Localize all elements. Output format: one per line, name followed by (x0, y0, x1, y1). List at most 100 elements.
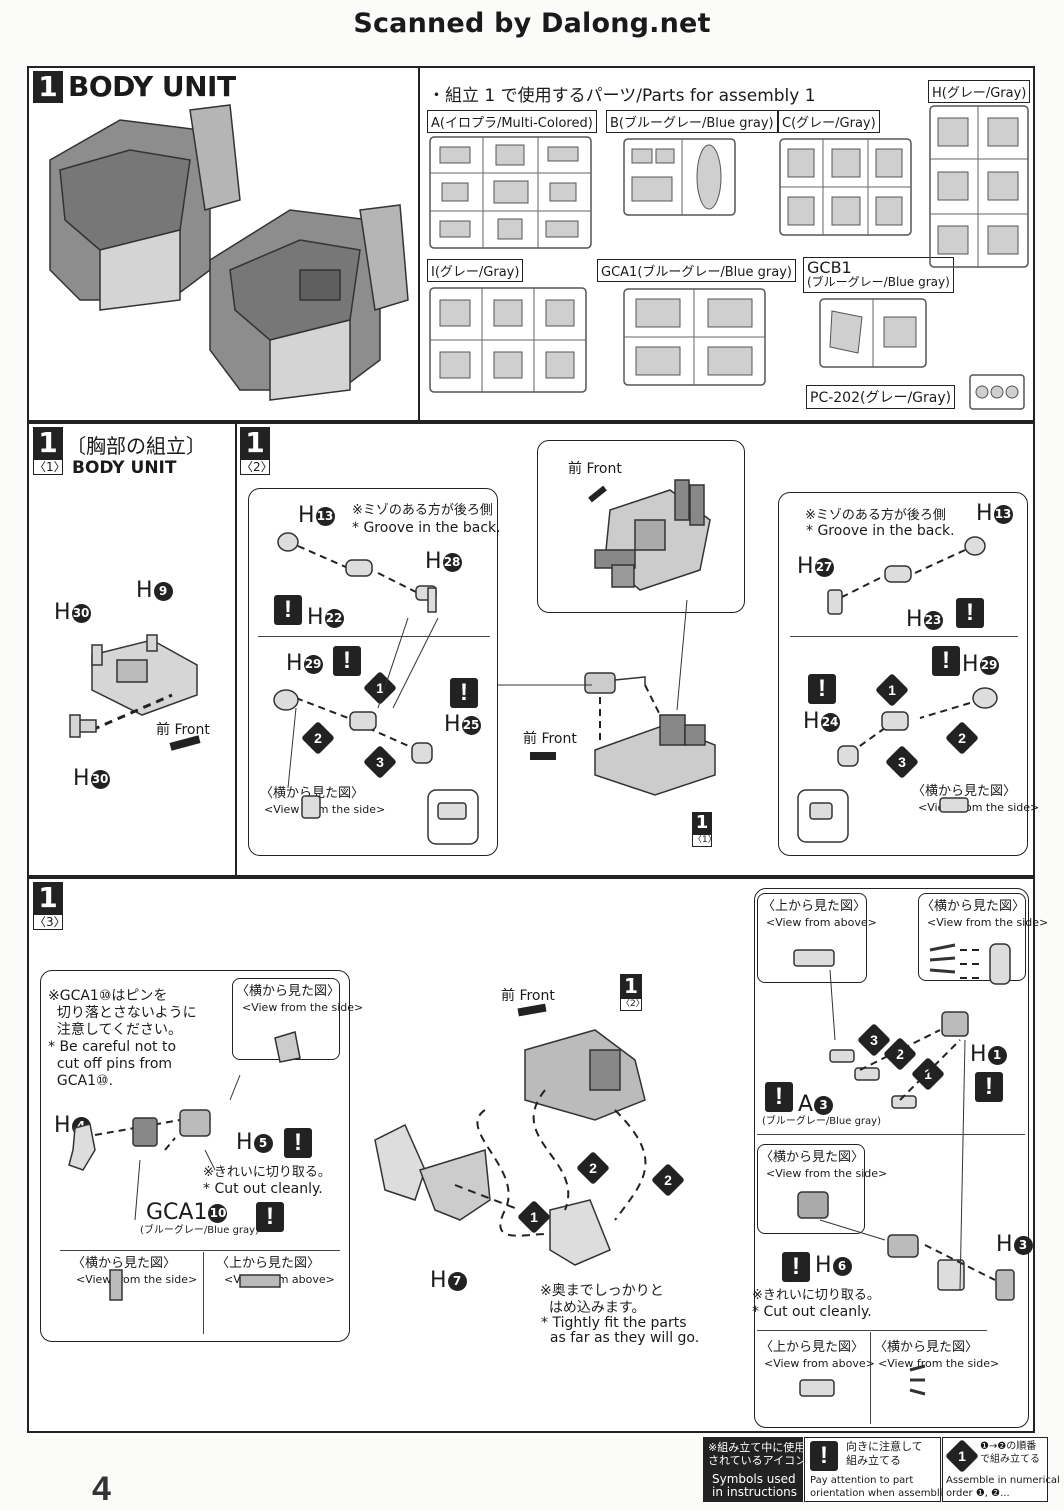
runner-sheet-b (623, 138, 736, 216)
attention-icon: ! (956, 598, 984, 628)
part-h25-letter: H (444, 712, 461, 737)
part-number-30-icon: 30 (90, 769, 110, 789)
side-view-label-jp: 〈横から見た図〉 (260, 786, 365, 801)
gca-parts-illustration (68, 1031, 301, 1301)
part-number-24-icon: 24 (820, 712, 840, 732)
step-1-3-badge: 1 (33, 882, 63, 914)
symbols-legend-en: Symbols used in instructions (712, 1472, 798, 1499)
part-h30-bottom-letter: H (73, 766, 90, 791)
step-1-2-sub: 〈2〉 (240, 459, 273, 475)
part-a3-letter: A (798, 1092, 814, 1117)
cut-note-jp: ※きれいに切り取る。 (203, 1165, 331, 1180)
gca-pin-note: ※GCA1⑩はピンを 切り落とさないように 注意してください。 * Be car… (48, 988, 197, 1089)
chest-frame-illustration (69, 634, 198, 738)
sheet-label-b: B(ブルーグレー/Blue gray) (606, 110, 778, 133)
part-number-27-icon: 27 (814, 557, 834, 577)
part-h29-right-letter: H (962, 652, 979, 677)
part-number-1-icon: 1 (987, 1045, 1007, 1065)
sheet-label-pc202: PC-202(グレー/Gray) (806, 385, 956, 409)
left-joint-parts-illustration (273, 532, 479, 845)
part-number-13-icon: 13 (993, 504, 1013, 524)
side-view-label-jp: 〈横から見た図〉 (912, 784, 1017, 799)
attention-legend-jp: 向きに注意して 組み立てる (846, 1440, 923, 1467)
part-h7-letter: H (430, 1268, 447, 1293)
part-number-28-icon: 28 (442, 552, 462, 572)
ref-step-badge: 1 (692, 812, 712, 834)
groove-note-en: * Groove in the back. (352, 520, 501, 536)
part-h13-left-letter: H (298, 503, 315, 528)
top-view-label-jp: 〈上から見た図〉 (762, 899, 867, 914)
order-1-icon: 1 (945, 1439, 979, 1473)
step-1-1-badge: 1 (33, 427, 63, 459)
side-view-label-jp: 〈横から見た図〉 (874, 1340, 979, 1355)
attention-icon: ! (975, 1072, 1003, 1102)
front-direction-label-top: 前 Front (568, 461, 622, 477)
sheet-label-a: A(イロプラ/Multi-Colored) (427, 110, 597, 133)
order-legend-en: Assemble in numerical order ❶, ❷... (946, 1475, 1060, 1499)
attention-icon: ! (284, 1128, 312, 1158)
gca-color-label: (ブルーグレー/Blue gray) (140, 1225, 259, 1236)
right-joint-parts-illustration (797, 536, 998, 843)
part-number-3-icon: 3 (1013, 1235, 1033, 1255)
groove-note-jp: ※ミゾのある方が後ろ側 (352, 503, 493, 518)
part-h27-letter: H (797, 554, 814, 579)
side-view-label-en: <View from the side> (242, 1001, 364, 1014)
part-h22-letter: H (307, 605, 324, 630)
center-top-illustration (588, 479, 711, 591)
top-view-label-jp: 〈上から見た図〉 (216, 1256, 321, 1271)
attention-icon: ! (810, 1441, 838, 1471)
part-number-30-icon: 30 (71, 603, 91, 623)
order-2-icon: 2 (651, 1163, 685, 1197)
attention-icon: ! (808, 674, 836, 704)
sheet-label-h: H(グレー/Gray) (928, 80, 1031, 103)
part-h30-top-letter: H (54, 600, 71, 625)
part-h9-letter: H (136, 578, 153, 603)
symbols-legend-jp: ※組み立て中に使用 されているアイコン (708, 1441, 807, 1467)
part-number-6-icon: 6 (832, 1256, 852, 1276)
tight-fit-note-jp: ※奥までしっかりと はめ込みます。 (540, 1283, 664, 1316)
step-1-1-title-en: BODY UNIT (72, 458, 177, 478)
part-number-29-icon: 29 (303, 654, 323, 674)
sheet-label-gca1: GCA1(ブルーグレー/Blue gray) (597, 259, 796, 282)
attention-icon: ! (782, 1252, 810, 1282)
runner-sheet-a (429, 136, 592, 249)
pointer-lines (497, 600, 688, 711)
part-number-5-icon: 5 (253, 1133, 273, 1153)
front-direction-label: 前 Front (501, 988, 555, 1004)
ref-step-sub: 〈1〉 (692, 834, 717, 847)
step-1-2-badge: 1 (240, 427, 270, 459)
order-2-icon: 2 (576, 1151, 610, 1185)
part-h28-letter: H (425, 549, 442, 574)
part-h24-letter: H (803, 709, 820, 734)
top-view-box (757, 893, 867, 983)
divider-line (790, 636, 1018, 637)
divider-line-vertical (870, 1332, 871, 1424)
step-1-1-title-jp: 〔胸部の組立〕 (66, 434, 206, 458)
part-h5-letter: H (236, 1130, 253, 1155)
sheet-label-gcb1-name: GCB1 (807, 258, 852, 277)
parts-heading: ・組立 1 で使用するパーツ/Parts for assembly 1 (428, 86, 816, 106)
part-number-23-icon: 23 (923, 610, 943, 630)
groove-note-jp: ※ミゾのある方が後ろ側 (805, 508, 946, 523)
side-view-label-jp: 〈横から見た図〉 (760, 1150, 865, 1165)
cut-note-jp: ※きれいに切り取る。 (752, 1288, 880, 1303)
scan-credit: Scanned by Dalong.net (353, 8, 711, 39)
runner-sheet-pc202 (969, 374, 1025, 410)
part-h23-letter: H (906, 607, 923, 632)
part-h13-right-letter: H (976, 501, 993, 526)
part-h6-letter: H (815, 1253, 832, 1278)
